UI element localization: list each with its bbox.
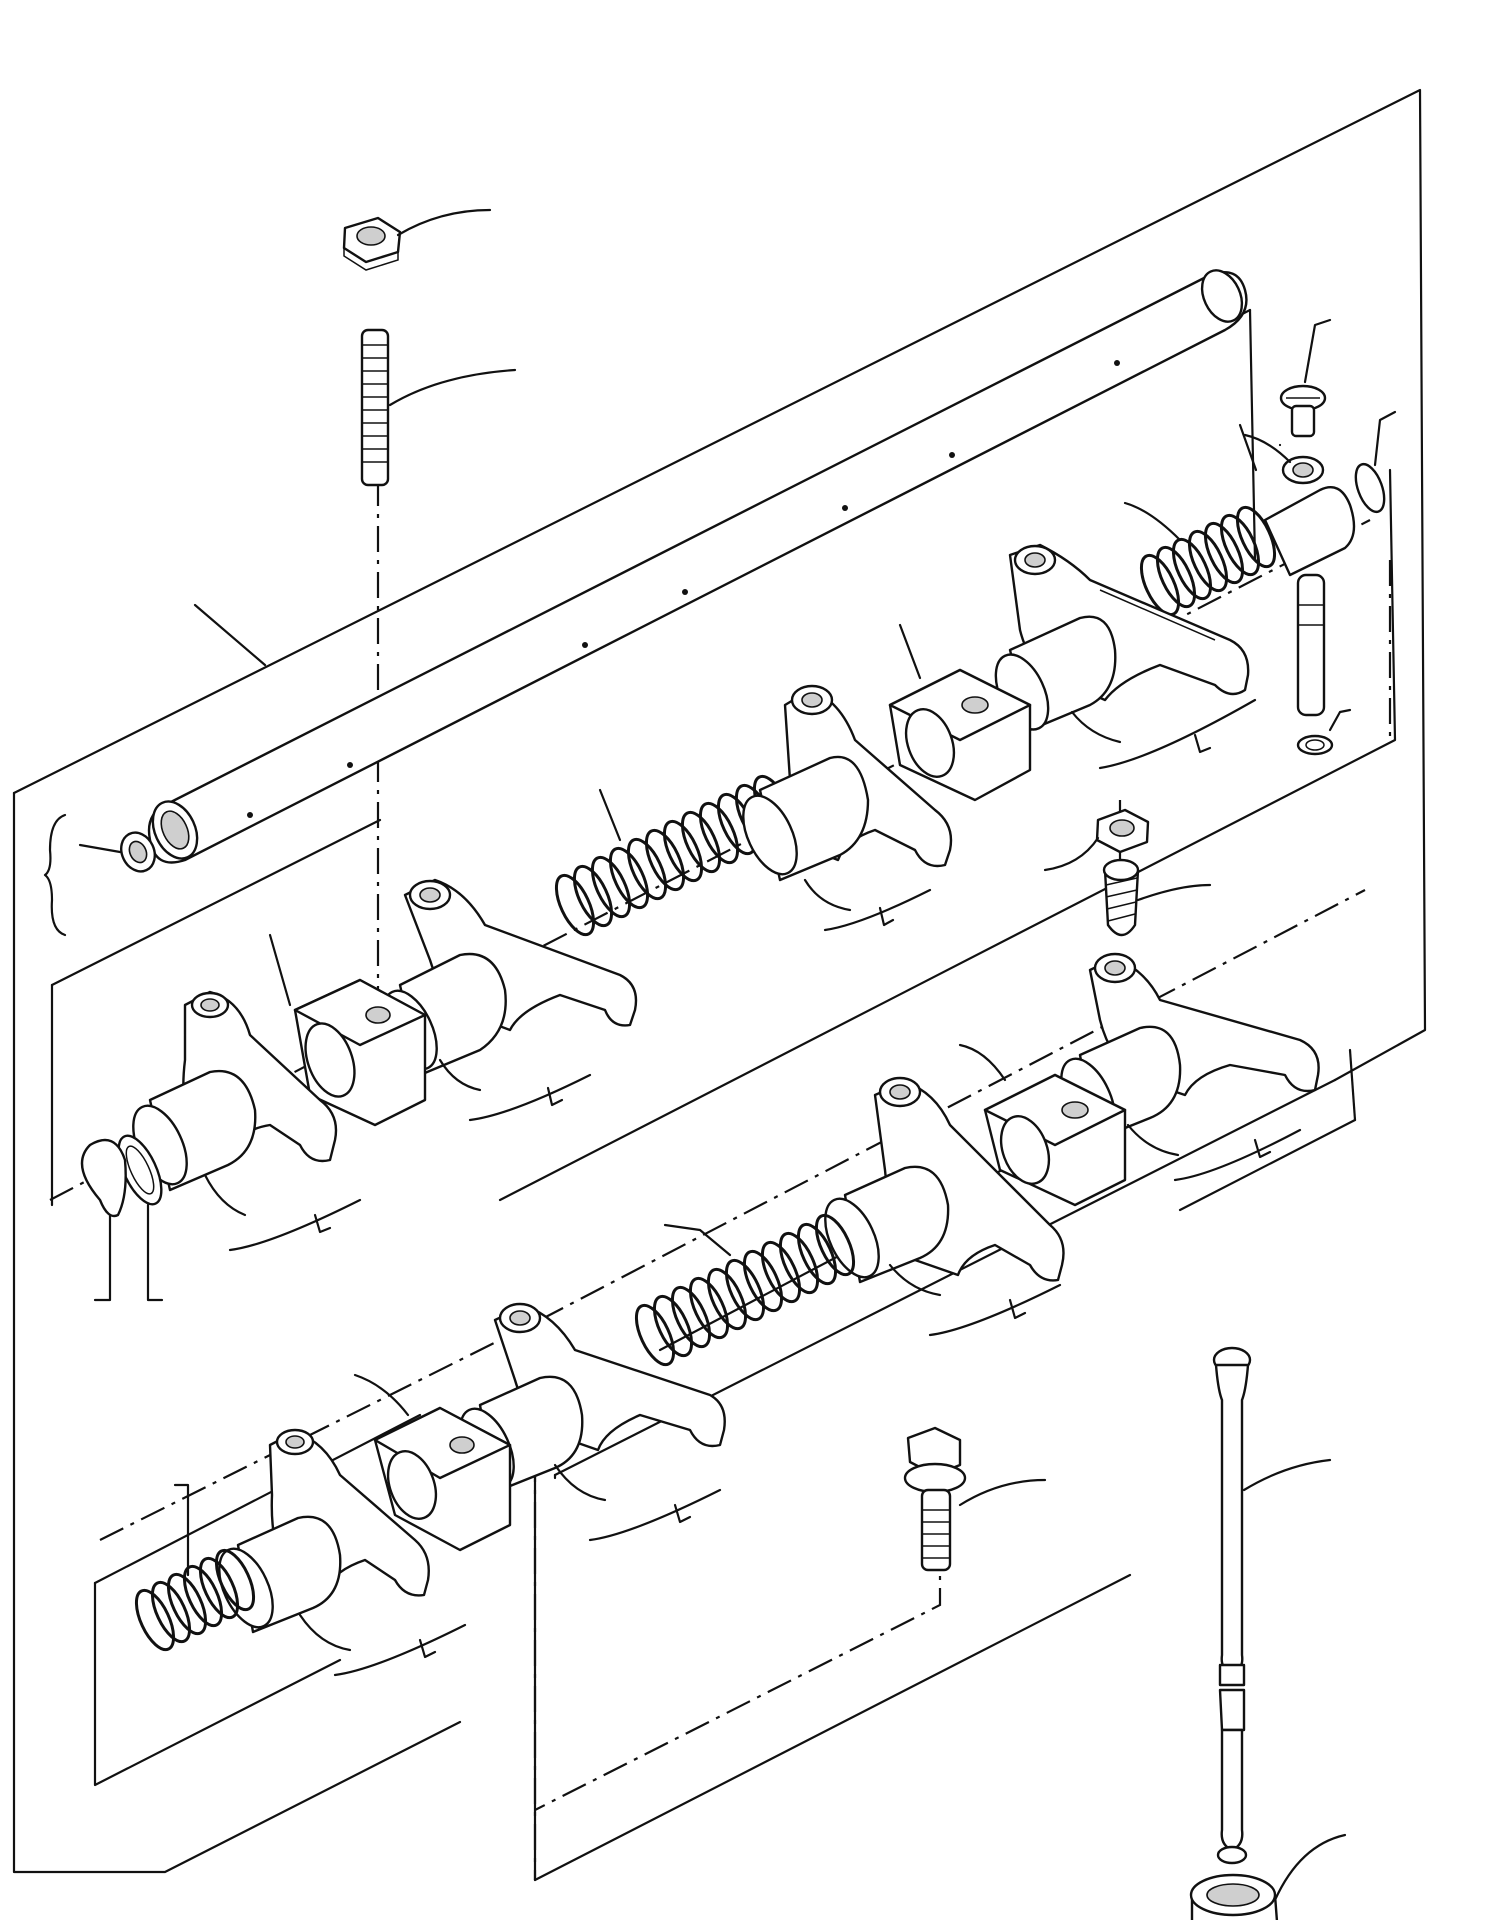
support-bracket-bottom: [353, 1373, 512, 1552]
support-bracket-upper-right: [888, 623, 1032, 802]
adjusting-screw: [1102, 858, 1212, 937]
rocker-shaft: [147, 269, 1248, 864]
support-bracket-left: [268, 933, 427, 1127]
seal-ring: [1296, 708, 1352, 756]
circlip: [80, 1138, 127, 1302]
push-rod: [1212, 1346, 1332, 1865]
spring-lower: [627, 1208, 863, 1372]
spacer-left-1: [132, 1069, 362, 1252]
centre-lines: [49, 480, 1392, 1880]
oil-feed-fitting: [1238, 410, 1397, 717]
plug: [43, 813, 156, 937]
spacer-upper-middle: [742, 755, 932, 932]
stud: [360, 328, 517, 487]
spring-upper: [547, 769, 801, 942]
spacer-lower-middle: [824, 1165, 1062, 1337]
spring-upper-right: [1123, 500, 1284, 622]
spacer-bottom-1: [218, 1515, 467, 1677]
flange-bolt: [903, 1426, 1047, 1572]
assembly-frame: [12, 88, 1427, 1882]
tappet: [1189, 1833, 1347, 1920]
screw-nut: [1043, 808, 1150, 872]
fitting-screw: [1279, 318, 1332, 438]
nut-top: [342, 208, 492, 271]
support-bracket-lower-right: [958, 1043, 1127, 1207]
spring-bottom: [127, 1483, 263, 1657]
